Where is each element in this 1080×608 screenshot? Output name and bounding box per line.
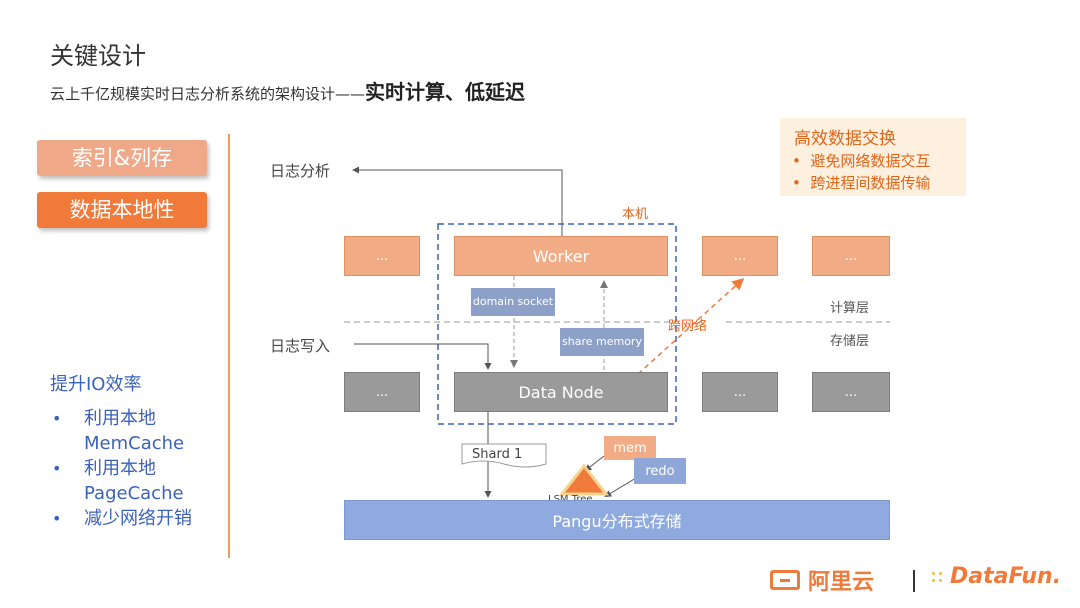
tag-data-locality: 数据本地性 bbox=[37, 192, 207, 228]
subtitle-prefix: 云上千亿规模实时日志分析系统的架构设计—— bbox=[50, 85, 366, 103]
io-item-label: 减少网络开销 bbox=[84, 508, 192, 529]
data-node-box: Data Node bbox=[454, 372, 668, 412]
log-analysis-label: 日志分析 bbox=[270, 162, 331, 180]
alibaba-cloud-text: 阿里云 bbox=[808, 570, 875, 595]
alibaba-cloud-icon bbox=[770, 570, 800, 590]
shard-label: Shard 1 bbox=[472, 447, 523, 462]
pangu-storage-bar: Pangu分布式存储 bbox=[344, 500, 890, 540]
cross-network-label: 跨网络 bbox=[668, 319, 708, 334]
vertical-divider bbox=[228, 134, 230, 558]
mem-box: mem bbox=[604, 436, 656, 460]
redo-arrow bbox=[604, 477, 637, 498]
io-item: • 减少网络开销 bbox=[50, 506, 254, 531]
io-item: • 利用本地MemCache bbox=[50, 406, 254, 456]
log-write-label: 日志写入 bbox=[270, 337, 331, 355]
lsm-tree-triangle bbox=[558, 463, 610, 496]
write-arrow bbox=[354, 343, 492, 370]
redo-box: redo bbox=[634, 458, 686, 484]
storage-node-box: ... bbox=[702, 372, 778, 412]
io-list: • 利用本地MemCache • 利用本地PageCache • 减少网络开销 bbox=[50, 406, 254, 531]
io-title: 提升IO效率 bbox=[50, 374, 142, 395]
exchange-item-label: 跨进程间数据传输 bbox=[810, 174, 931, 192]
compute-node-box: ... bbox=[812, 236, 890, 276]
compute-node-box: ... bbox=[702, 236, 778, 276]
mem-arrow bbox=[584, 455, 605, 472]
logo-divider bbox=[913, 570, 915, 592]
subtitle-bold: 实时计算、低延迟 bbox=[365, 80, 526, 104]
domain-socket-box: domain socket bbox=[471, 288, 555, 316]
analysis-arrow bbox=[352, 166, 563, 236]
storage-node-box: ... bbox=[344, 372, 420, 412]
page-subtitle: 云上千亿规模实时日志分析系统的架构设计——实时计算、低延迟 bbox=[50, 76, 525, 105]
storage-layer-label: 存储层 bbox=[830, 334, 870, 349]
exchange-item-label: 避免网络数据交互 bbox=[810, 152, 931, 170]
share-memory-box: share memory bbox=[560, 328, 644, 356]
datafun-dots-icon bbox=[930, 569, 944, 584]
exchange-title: 高效数据交换 bbox=[794, 129, 896, 149]
bullet-icon: • bbox=[52, 509, 62, 528]
bullet-icon: • bbox=[52, 459, 62, 478]
compute-node-box: ... bbox=[344, 236, 420, 276]
shard-document-shape bbox=[461, 443, 547, 468]
exchange-item: • 跨进程间数据传输 bbox=[792, 172, 930, 193]
exchange-callout: 高效数据交换 • 避免网络数据交互 • 跨进程间数据传输 bbox=[780, 118, 966, 196]
bullet-icon: • bbox=[792, 152, 801, 170]
io-item: • 利用本地PageCache bbox=[50, 456, 254, 506]
io-item-label: 利用本地PageCache bbox=[84, 458, 184, 504]
exchange-item: • 避免网络数据交互 bbox=[792, 150, 930, 171]
bullet-icon: • bbox=[52, 409, 62, 428]
tag-index-column: 索引&列存 bbox=[37, 140, 207, 176]
bullet-icon: • bbox=[792, 174, 801, 192]
page-title: 关键设计 bbox=[50, 42, 146, 70]
lsm-tree-label: LSM Tree bbox=[548, 494, 593, 505]
storage-node-box: ... bbox=[812, 372, 890, 412]
datafun-logo: DataFun. bbox=[930, 564, 1061, 589]
local-machine-boundary bbox=[437, 223, 677, 425]
local-machine-label: 本机 bbox=[622, 207, 649, 222]
worker-box: Worker bbox=[454, 236, 668, 276]
datafun-text: DataFun. bbox=[950, 564, 1062, 589]
compute-layer-label: 计算层 bbox=[830, 301, 870, 316]
alibaba-cloud-logo: 阿里云 bbox=[770, 564, 874, 596]
io-item-label: 利用本地MemCache bbox=[84, 408, 185, 454]
